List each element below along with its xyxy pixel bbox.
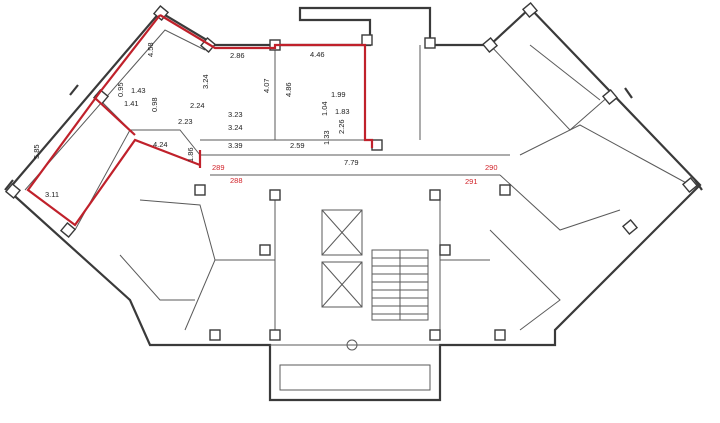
building-walls [7, 6, 702, 402]
apartment-numbers: 289 288 290 291 [212, 163, 498, 186]
dim-0-95: 0.95 [116, 82, 125, 97]
stairwell [346, 249, 429, 351]
section-markers [4, 84, 703, 191]
dimension-labels: 4.58 2.86 4.46 0.95 1.43 3.24 4.07 4.86 … [32, 42, 359, 199]
dim-2-26: 2.26 [337, 119, 346, 134]
dim-1-41: 1.41 [124, 99, 139, 108]
dim-4-86: 4.86 [284, 82, 293, 97]
dim-7-79: 7.79 [344, 158, 359, 167]
dim-3-39: 3.39 [228, 141, 243, 150]
dim-1-04: 1.04 [320, 101, 329, 116]
dim-1-99: 1.99 [331, 90, 346, 99]
dim-2-24: 2.24 [190, 101, 205, 110]
dim-4-24: 4.24 [153, 140, 168, 149]
dim-4-07: 4.07 [262, 78, 271, 93]
dim-3-24-a: 3.24 [201, 74, 210, 89]
dim-2-59: 2.59 [290, 141, 305, 150]
dim-4-46: 4.46 [310, 50, 325, 59]
structural-columns [4, 1, 699, 341]
apartment-number-288: 288 [230, 176, 243, 185]
dim-2-86: 2.86 [230, 51, 245, 60]
dim-1-33: 1.33 [322, 130, 331, 145]
apartment-number-290: 290 [485, 163, 498, 172]
dim-1-83: 1.83 [335, 107, 350, 116]
highlighted-apartment-outline [26, 14, 374, 227]
dim-2-23: 2.23 [178, 117, 193, 126]
apartment-number-289: 289 [212, 163, 225, 172]
elevator-core [321, 209, 363, 308]
dim-0-98: 0.98 [150, 97, 159, 112]
dim-3-24-b: 3.24 [228, 123, 243, 132]
dim-1-86: 1.86 [186, 147, 195, 162]
dim-5-85: 5.85 [32, 144, 41, 159]
dim-4-58: 4.58 [146, 42, 155, 57]
dim-3-11: 3.11 [45, 190, 59, 199]
dim-1-43: 1.43 [131, 86, 146, 95]
apartment-number-291: 291 [465, 177, 478, 186]
dim-3-23: 3.23 [228, 110, 243, 119]
